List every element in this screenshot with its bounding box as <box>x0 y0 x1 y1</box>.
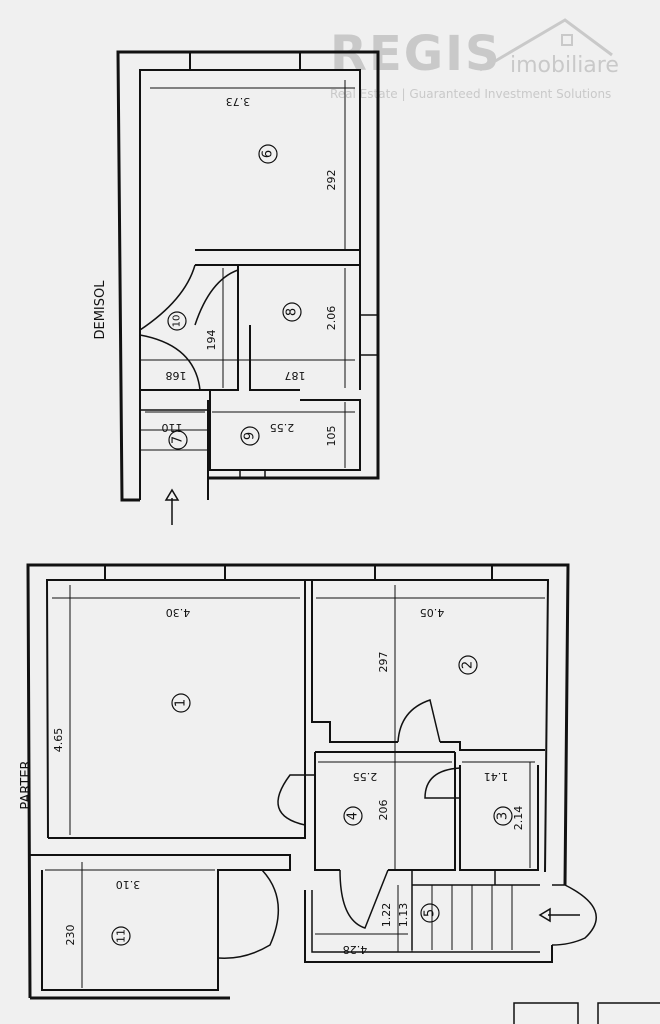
dim-room1-width: 4.30 <box>166 606 191 619</box>
dim-room8-width: 187 <box>285 369 306 382</box>
basement-floor-label: DEMISOL <box>93 280 108 340</box>
dim-room5-122: 1.22 <box>380 903 393 928</box>
room-10-number: 10 <box>172 315 183 328</box>
dim-room8-height: 2.06 <box>325 306 338 331</box>
room-4-number: 4 <box>346 812 361 820</box>
ground-floor-plan <box>26 563 597 1000</box>
dim-room6-width: 3.73 <box>226 95 251 108</box>
dim-room11-width: 3.10 <box>116 878 141 891</box>
cropped-fragments <box>513 1002 660 1024</box>
dim-room2-height: 297 <box>377 652 390 673</box>
ground-floor-label: PARTER <box>19 760 34 809</box>
basement-labels: DEMISOL 6 7 8 9 10 3.73 292 2.06 194 168… <box>93 95 338 447</box>
room-2-number: 2 <box>461 661 476 669</box>
basement-plan <box>116 50 380 525</box>
dim-room9-width: 2.55 <box>270 421 295 434</box>
dim-room2-width: 4.05 <box>420 606 445 619</box>
dim-room3-height: 2.14 <box>512 806 525 831</box>
room-6-number: 6 <box>261 150 276 158</box>
dim-room9-height: 105 <box>325 426 338 447</box>
dim-room11-height: 230 <box>64 925 77 946</box>
watermark-brand: REGIS <box>330 26 502 82</box>
dim-room4-height: 206 <box>377 800 390 821</box>
room-1-number: 1 <box>174 699 189 707</box>
room-5-number: 5 <box>423 909 438 917</box>
dim-room5-113: 1.13 <box>397 903 410 928</box>
room-3-number: 3 <box>496 812 511 820</box>
watermark-logo: REGIS imobiliare Real Estate | Guarantee… <box>330 18 619 101</box>
dim-room6-height: 292 <box>325 170 338 191</box>
dim-room3-width: 1.41 <box>484 770 509 783</box>
dim-room5-width: 4.28 <box>343 943 368 956</box>
ground-floor-labels: PARTER 1 2 3 4 5 11 4.30 4.65 4.05 297 2… <box>19 606 525 956</box>
room-9-number: 9 <box>243 432 258 440</box>
dim-room1-height: 4.65 <box>52 728 65 753</box>
dim-room7-width: 110 <box>162 421 183 434</box>
dim-room4-width: 2.55 <box>353 770 378 783</box>
room-11-number: 11 <box>115 929 128 943</box>
house-roof-icon <box>479 18 613 72</box>
room-8-number: 8 <box>285 308 300 316</box>
watermark-tagline: Real Estate | Guaranteed Investment Solu… <box>330 87 611 101</box>
watermark-suffix: imobiliare <box>510 53 619 78</box>
dim-corridor-194: 194 <box>205 330 218 351</box>
window-icon <box>561 34 573 46</box>
room-7-number: 7 <box>171 436 186 444</box>
dim-corridor-168: 168 <box>166 369 187 382</box>
